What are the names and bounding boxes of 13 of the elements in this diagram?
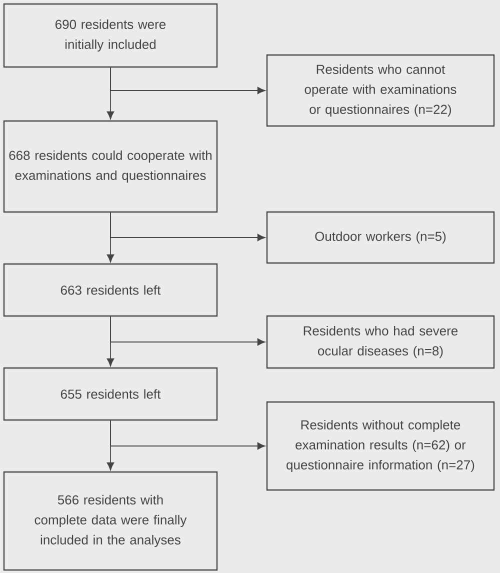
- process-box: 566 residents with complete data were finally included in the analyses: [3, 471, 218, 571]
- process-box: Residents who had severe ocular diseases (n=8): [266, 315, 495, 369]
- process-box: Residents who cannot operate with examinations or questionnaires (n=22): [266, 54, 495, 127]
- process-box: 655 residents left: [3, 367, 218, 421]
- process-box: 663 residents left: [3, 263, 218, 317]
- arrow: [110, 67, 266, 94]
- arrow: [110, 420, 266, 450]
- arrow: [110, 212, 266, 242]
- process-box: 690 residents were initially included: [3, 3, 218, 68]
- process-box: Outdoor workers (n=5): [266, 211, 495, 264]
- process-box: Residents without complete examination results (n=62) or questionnaire information (n=27): [266, 401, 495, 491]
- process-box: 668 residents could cooperate with examinations and questionnaires: [3, 120, 218, 213]
- arrow: [110, 316, 266, 346]
